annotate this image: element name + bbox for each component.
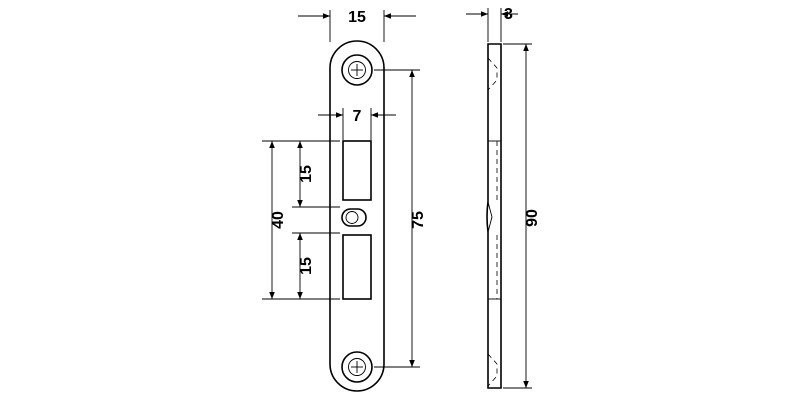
side-view: [486, 43, 502, 389]
side-dimension-arrows: [466, 11, 529, 388]
upper-slot-height-label: 15: [298, 165, 315, 183]
hole-spacing-label: 75: [410, 211, 427, 229]
slot-width-label: 7: [353, 108, 362, 125]
upper-slot: [342, 140, 372, 201]
thickness-label: 3: [504, 6, 513, 23]
plate-width-label: 15: [348, 9, 366, 26]
plate-outline: [329, 40, 385, 392]
side-profile: [486, 43, 502, 389]
extension-lines: [262, 10, 420, 368]
overall-length-label: 90: [524, 209, 541, 227]
front-view: [329, 40, 385, 392]
center-hole: [341, 208, 367, 227]
dimension-arrows: [269, 13, 416, 367]
lower-slot: [342, 234, 372, 300]
bottom-screw-hole: [341, 351, 373, 383]
lower-slot-height-label: 15: [298, 257, 315, 275]
slots-span-label: 40: [270, 211, 287, 229]
top-screw-hole: [341, 54, 373, 86]
